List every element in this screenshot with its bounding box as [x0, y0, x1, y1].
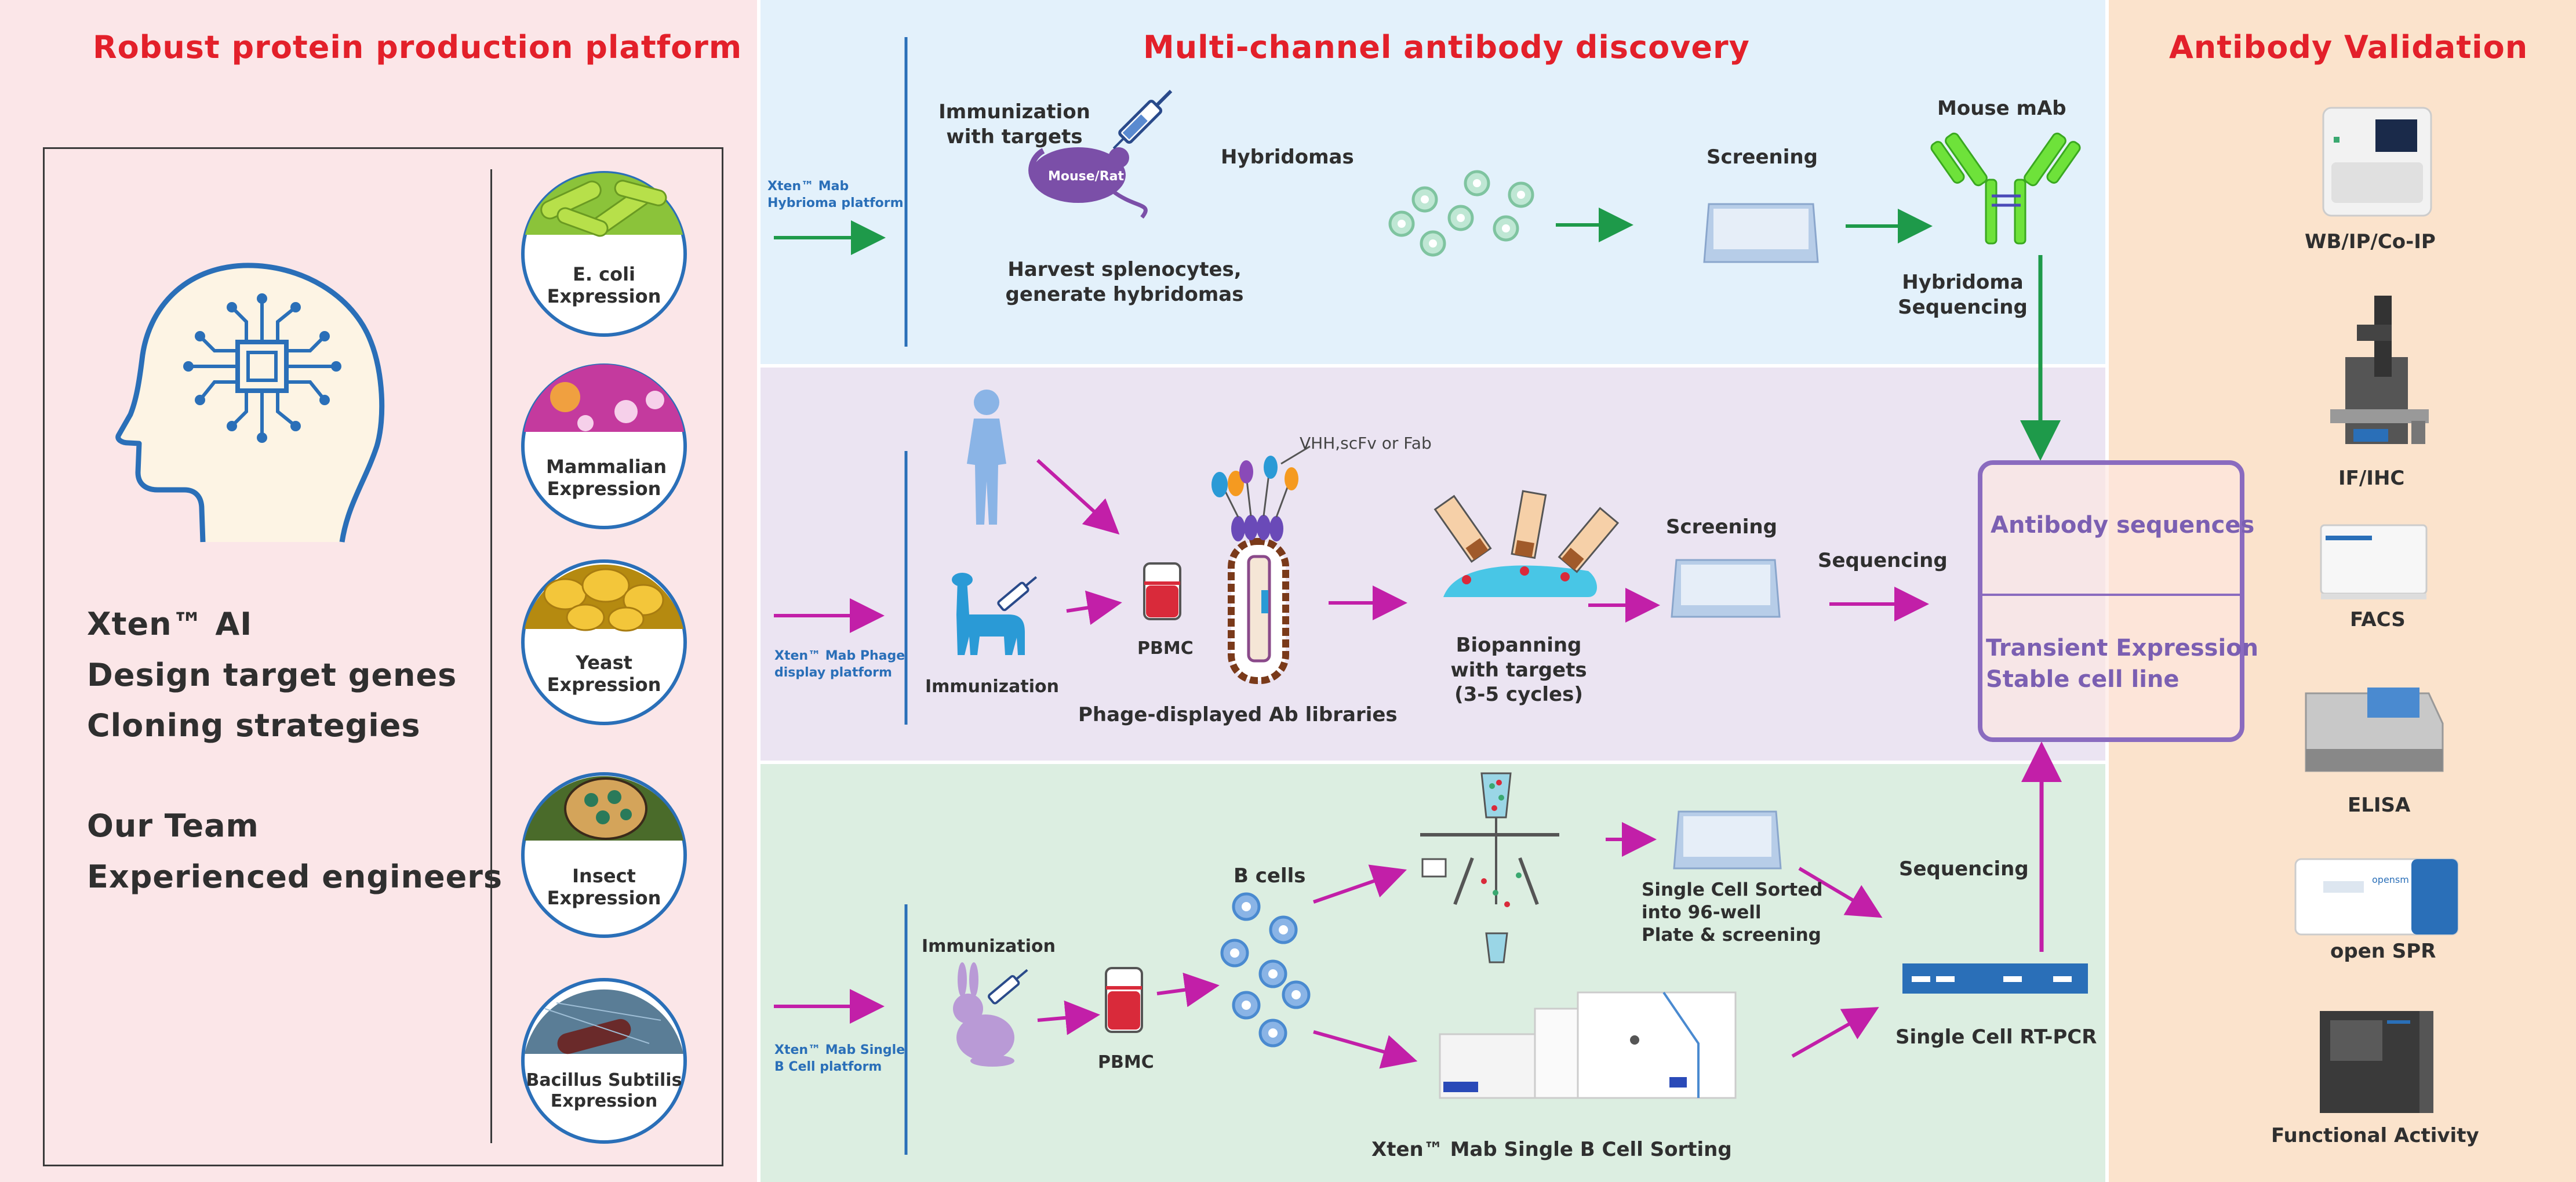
bcell-pbmc-label: PBMC [1098, 1052, 1154, 1072]
right-panel-title: Antibody Validation [2169, 29, 2528, 66]
phage-immunization-label: Immunization [925, 677, 1059, 697]
left-inner-divider [490, 169, 492, 1143]
bacillus-expression-circle [521, 978, 687, 1144]
bcell-immunization-label: Immunization [922, 936, 1056, 956]
mouse-icon [1028, 147, 1148, 219]
divider [759, 364, 2108, 368]
cell-sorter-icon [1420, 772, 1559, 963]
llama-icon [952, 573, 1025, 655]
result-box [1978, 460, 2244, 742]
validation-if: IF/IHC [2338, 467, 2405, 490]
hybridoma-row-bg [759, 0, 2108, 364]
bcell-sorting-label: Xten™ Mab Single B Cell Sorting [1371, 1138, 1732, 1161]
pbmc-tube-icon-bcell [1105, 967, 1143, 1033]
rtpcr-gel-icon [1902, 963, 2088, 994]
validation-elisa: ELISA [2348, 794, 2411, 817]
left-panel-title: Robust protein production platform [93, 29, 743, 66]
bcell-sequencing-label: Sequencing [1899, 857, 2029, 881]
left-text-engineers: Experienced engineers [87, 859, 503, 895]
biopanning-icon [1433, 490, 1620, 597]
b-cells-label: B cells [1234, 864, 1306, 888]
validation-spr: open SPR [2330, 940, 2436, 963]
functional-activity-icon [2320, 1011, 2433, 1113]
open-spr-icon [2294, 858, 2459, 936]
human-icon [967, 390, 1006, 525]
insect-expression-circle [521, 772, 687, 938]
b-cells-icon [1220, 892, 1311, 1048]
sorted-plate-icon [1673, 810, 1782, 870]
yeast-expression-circle [521, 559, 687, 725]
validation-wb: WB/IP/Co-IP [2305, 230, 2436, 253]
hybridomas-label: Hybridomas [1221, 146, 1354, 169]
rabbit-icon [953, 962, 1014, 1067]
rtpcr-label: Single Cell RT-PCR [1895, 1025, 2097, 1049]
phage-screening-label: Screening [1666, 515, 1777, 539]
bcell-sorting-machine-icon [1439, 991, 1737, 1099]
left-text-design: Design target genes [87, 657, 457, 693]
screening-plate-icon-phage [1671, 559, 1781, 618]
mouse-rat-label: Mouse/Rat [1048, 169, 1125, 184]
microscope-icon [2330, 296, 2429, 444]
left-panel-graphics [115, 171, 687, 1144]
phage-library-icon [1211, 445, 1311, 684]
validation-facs: FACS [2350, 608, 2406, 631]
middle-panel-title: Multi-channel antibody discovery [1143, 29, 1750, 66]
elisa-reader-icon [2305, 688, 2444, 772]
left-text-cloning: Cloning strategies [87, 707, 421, 744]
result-antibody-sequences: Antibody sequences [1991, 512, 2255, 539]
mammalian-expression-circle [521, 363, 687, 529]
wb-imager-icon [2322, 107, 2432, 217]
ai-head-icon [115, 263, 385, 543]
divider [759, 761, 2108, 764]
result-transient-expression: Transient Expression [1986, 635, 2259, 661]
harvest-label: Harvest splenocytes,generate hybridomas [1005, 258, 1244, 306]
vhh-label: VHH,scFv or Fab [1300, 434, 1432, 453]
validation-functional: Functional Activity [2271, 1124, 2479, 1147]
phage-sequencing-label: Sequencing [1818, 549, 1948, 572]
mouse-mab-label: Mouse mAb [1937, 97, 2066, 120]
hybridoma-screening-label: Screening [1707, 146, 1818, 169]
pbmc-tube-icon-phage [1143, 562, 1181, 620]
ecoli-expression-circle [521, 171, 687, 337]
facs-icon [2320, 524, 2428, 599]
left-text-team: Our Team [87, 808, 259, 844]
left-content-frame [43, 147, 723, 1166]
phage-library-label: Phage-displayed Ab libraries [1078, 703, 1398, 726]
left-text-ai: Xten™ AI [87, 606, 253, 642]
phage-pbmc-label: PBMC [1137, 638, 1194, 659]
divider [757, 0, 761, 1182]
result-stable-cell-line: Stable cell line [1986, 666, 2180, 693]
syringe-icon [1112, 89, 1173, 150]
open-spr-brand: opensm [2372, 874, 2409, 885]
screening-plate-icon [1703, 203, 1819, 263]
mouse-mab-icon [1930, 132, 2081, 245]
